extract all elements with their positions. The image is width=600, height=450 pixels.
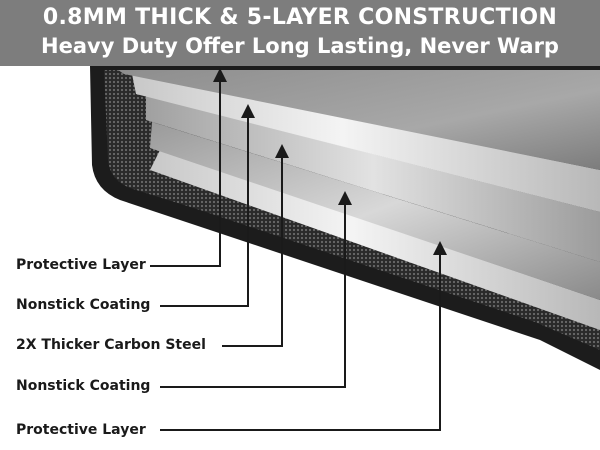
layer-label-protective-top: Protective Layer [16, 257, 146, 273]
arrow-head-icon [338, 191, 352, 205]
banner-headline: 0.8MM THICK & 5-LAYER CONSTRUCTION [42, 5, 558, 30]
arrow-head-icon [433, 241, 447, 255]
leader-line-2 [160, 118, 249, 307]
arrow-head-icon [241, 104, 255, 118]
layer-nonstick-bottom [150, 122, 600, 300]
leader-lines [150, 82, 441, 431]
leader-line-4 [160, 205, 346, 388]
leader-line-3 [222, 158, 283, 347]
layer-label-nonstick-bottom: Nonstick Coating [16, 378, 151, 394]
headline-banner: 0.8MM THICK & 5-LAYER CONSTRUCTION Heavy… [0, 0, 600, 66]
arrow-head-icon [213, 68, 227, 82]
banner-subheadline: Heavy Duty Offer Long Lasting, Never War… [41, 34, 559, 58]
layer-protective-top [118, 70, 600, 170]
layer-label-nonstick-top: Nonstick Coating [16, 297, 151, 313]
layer-label-protective-bottom: Protective Layer [16, 422, 146, 438]
layer-label-carbon-steel: 2X Thicker Carbon Steel [16, 337, 206, 353]
leader-line-5 [160, 255, 441, 431]
leader-line-1 [150, 82, 221, 267]
layer-protective-bottom [150, 150, 600, 330]
arrowheads [213, 68, 447, 255]
layer-carbon-steel [146, 96, 600, 262]
arrow-head-icon [275, 144, 289, 158]
